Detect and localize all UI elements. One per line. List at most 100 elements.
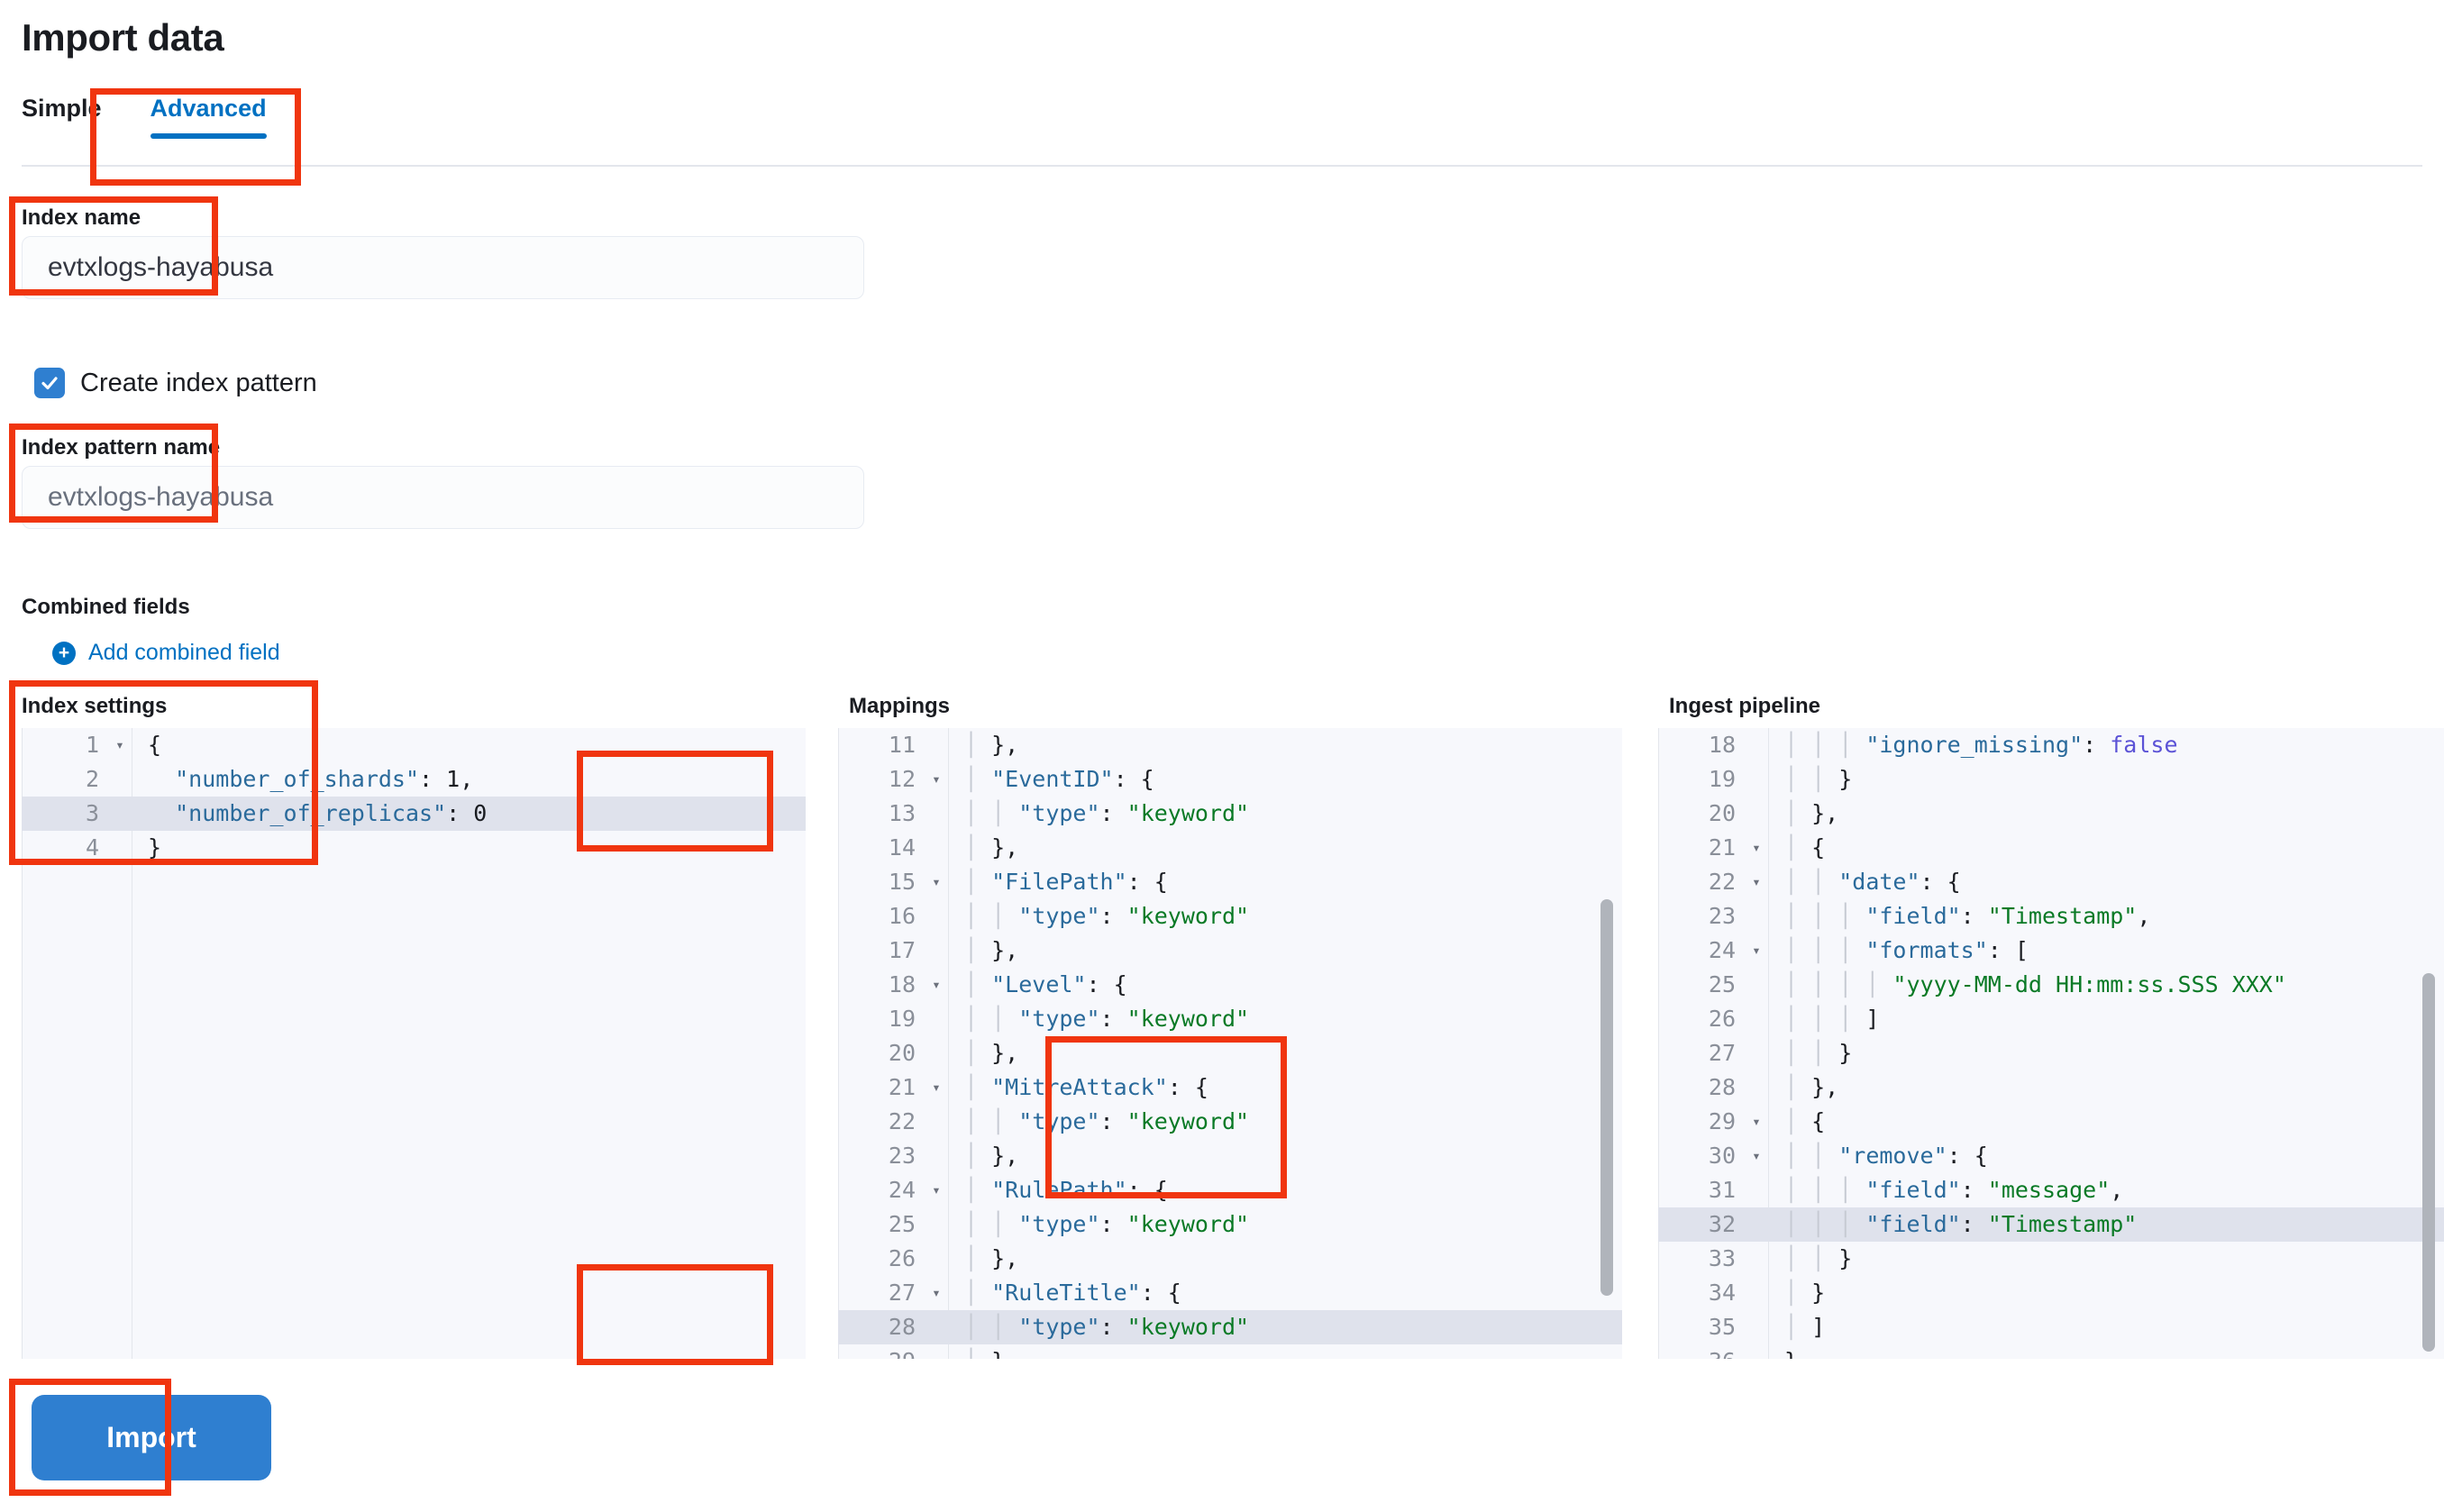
tab-simple[interactable]: Simple (22, 95, 102, 122)
code-line: 27│ │ } (1658, 1036, 2444, 1070)
fold-arrow-icon[interactable]: ▾ (1752, 942, 1761, 959)
line-number: 29 (838, 1344, 925, 1359)
fold-arrow-icon[interactable]: ▾ (1752, 873, 1761, 890)
index-pattern-name-input[interactable]: evtxlogs-hayabusa (22, 466, 864, 529)
code-line: 4} (22, 831, 806, 865)
line-number: 30 (1708, 1143, 1736, 1169)
fold-arrow-icon[interactable]: ▾ (932, 1284, 941, 1301)
code-text: │ }, (1784, 800, 1839, 826)
code-text: │ "MitreAttack": { (964, 1074, 1208, 1100)
code-line: 23│ }, (838, 1139, 1622, 1173)
checkmark-icon[interactable] (34, 368, 65, 398)
line-number: 27 (888, 1280, 916, 1306)
code-text: │ │ │ "field": "Timestamp" (1784, 1211, 2138, 1237)
plus-circle-icon: + (52, 641, 76, 665)
line-number: 31 (1708, 1177, 1736, 1203)
mappings-scrollbar[interactable] (1600, 899, 1613, 1296)
code-text: │ │ │ │ "yyyy-MM-dd HH:mm:ss.SSS XXX" (1784, 971, 2286, 997)
code-line: 24▾│ │ │ "formats": [ (1658, 934, 2444, 968)
code-line: 28│ │ "type": "keyword" (838, 1310, 1622, 1344)
line-number: 21 (888, 1074, 916, 1100)
fold-arrow-icon[interactable]: ▾ (932, 1079, 941, 1096)
code-line: 20 │ }, (1658, 797, 2444, 831)
line-number: 11 (888, 732, 916, 758)
tab-advanced[interactable]: Advanced (127, 95, 290, 139)
line-number: 20 (1708, 800, 1736, 826)
code-text: │ │ "type": "keyword" (964, 1006, 1250, 1032)
combined-fields-label: Combined fields (22, 595, 190, 619)
mappings-editor[interactable]: 11│ },12▾│ "EventID": {13│ │ "type": "ke… (838, 728, 1622, 1359)
code-text: "number_of_shards": 1, (175, 766, 474, 792)
code-line: 22▾│ │ "date": { (1658, 865, 2444, 899)
code-line: 3 "number_of_replicas": 0 (22, 797, 806, 831)
code-text: │ │ │ "field": "Timestamp", (1784, 903, 2151, 929)
fold-arrow-icon[interactable]: ▾ (932, 873, 941, 890)
ingest-pipeline-scrollbar[interactable] (2422, 973, 2435, 1352)
fold-arrow-icon[interactable]: ▾ (932, 1181, 941, 1198)
code-line: 18▾│ "Level": { (838, 968, 1622, 1002)
line-number: 2 (85, 766, 99, 792)
code-line: 22│ │ "type": "keyword" (838, 1105, 1622, 1139)
code-text: │ { (1784, 1108, 1826, 1134)
code-line: 36} (1658, 1344, 2444, 1359)
mappings-title: Mappings (849, 694, 950, 718)
code-text: │ │ "type": "keyword" (964, 903, 1250, 929)
fold-arrow-icon[interactable]: ▾ (115, 736, 124, 753)
code-line: 13│ │ "type": "keyword" (838, 797, 1622, 831)
create-index-pattern-row[interactable]: Create index pattern (34, 368, 317, 398)
code-text: } (148, 834, 162, 861)
tab-bar: Simple Advanced (22, 95, 290, 139)
line-number: 12 (888, 766, 916, 792)
add-combined-field-button[interactable]: + Add combined field (52, 640, 280, 666)
code-line: 26│ │ │ ] (1658, 1002, 2444, 1036)
code-text: │ ] (1784, 1314, 1826, 1340)
code-line: 26│ }, (838, 1242, 1622, 1276)
code-line: 19│ │ } (1658, 762, 2444, 797)
code-text: { (148, 732, 162, 758)
line-number: 25 (888, 1211, 916, 1237)
code-line: 35│ ] (1658, 1310, 2444, 1344)
line-number: 28 (1708, 1074, 1736, 1100)
line-number: 16 (888, 903, 916, 929)
index-name-input[interactable]: evtxlogs-hayabusa (22, 236, 864, 299)
create-index-pattern-label: Create index pattern (80, 368, 317, 397)
fold-arrow-icon[interactable]: ▾ (1752, 1147, 1761, 1164)
code-text: │ "RuleTitle": { (964, 1280, 1181, 1306)
line-number: 28 (888, 1314, 916, 1340)
fold-arrow-icon[interactable]: ▾ (1752, 839, 1761, 856)
line-number: 4 (85, 834, 99, 861)
code-text: │ │ │ ] (1784, 1006, 1880, 1032)
code-text: │ }, (964, 937, 1019, 963)
code-text: │ "FilePath": { (964, 869, 1168, 895)
code-line: 30▾│ │ "remove": { (1658, 1139, 2444, 1173)
code-text: │ } (1784, 1280, 1826, 1306)
line-number: 18 (1708, 732, 1736, 758)
index-name-label: Index name (22, 205, 141, 230)
fold-arrow-icon[interactable]: ▾ (932, 976, 941, 993)
code-text: │ }, (948, 1344, 1018, 1359)
fold-arrow-icon[interactable]: ▾ (1752, 1113, 1761, 1130)
line-number: 23 (1708, 903, 1736, 929)
code-line: 34│ } (1658, 1276, 2444, 1310)
code-line: 23 │ │ │ "field": "Timestamp", (1658, 899, 2444, 934)
code-text: "number_of_replicas": 0 (175, 800, 488, 826)
line-number: 13 (888, 800, 916, 826)
import-button[interactable]: Import (32, 1395, 271, 1480)
code-text: │ }, (964, 1143, 1019, 1169)
code-text: │ }, (1784, 1074, 1839, 1100)
line-number: 18 (888, 971, 916, 997)
code-line: 16 │ │ "type": "keyword" (838, 899, 1622, 934)
line-number: 24 (888, 1177, 916, 1203)
line-number: 29 (1708, 1108, 1736, 1134)
code-line: 14│ }, (838, 831, 1622, 865)
code-text: │ │ } (1784, 1245, 1853, 1271)
code-line: 21▾│ { (1658, 831, 2444, 865)
index-settings-editor[interactable]: 1 ▾ {2 "number_of_shards": 1, 3 "number_of_… (22, 728, 806, 1359)
code-text: │ │ │ "ignore_missing": false (1784, 732, 2178, 758)
line-number: 1 (85, 732, 99, 758)
fold-arrow-icon[interactable]: ▾ (932, 770, 941, 788)
code-text: │ }, (964, 1040, 1019, 1066)
code-text: │ │ } (1784, 766, 1853, 792)
code-text: │ │ │ "formats": [ (1784, 937, 2029, 963)
